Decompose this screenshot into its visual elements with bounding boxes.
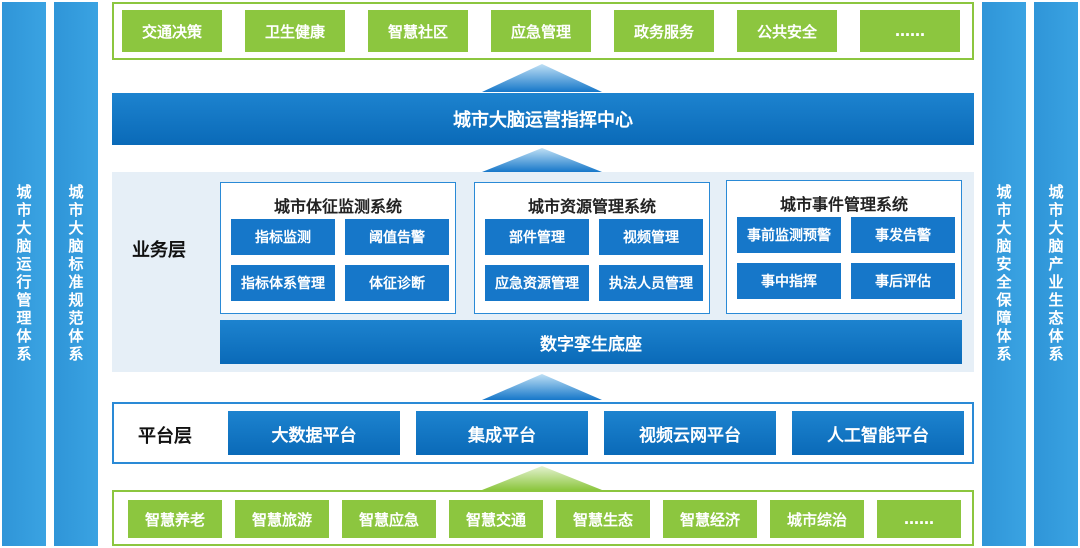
resource-management-system: 城市资源管理系统 部件管理 视频管理 应急资源管理 执法人员管理: [474, 182, 710, 314]
pillar-industry-ecosystem: 城市大脑产业生态体系: [1034, 2, 1078, 546]
up-arrow-icon: [482, 374, 602, 400]
bottom-app: 智慧交通: [449, 500, 543, 538]
platform-box: 人工智能平台: [792, 411, 964, 455]
business-layer-label: 业务层: [132, 240, 186, 261]
system-item: 事发告警: [851, 217, 955, 253]
pillar-standards-label: 城市大脑标准规范体系: [66, 184, 85, 364]
system-item: 事前监测预警: [737, 217, 841, 253]
event-management-system: 城市事件管理系统 事前监测预警 事发告警 事中指挥 事后评估: [726, 180, 962, 314]
top-app: 公共安全: [737, 10, 837, 52]
bottom-app: 智慧旅游: [235, 500, 329, 538]
bottom-app: 智慧生态: [556, 500, 650, 538]
bottom-app: ……: [877, 500, 961, 538]
vital-signs-system: 城市体征监测系统 指标监测 阈值告警 指标体系管理 体征诊断: [220, 182, 456, 314]
up-arrow-icon: [482, 466, 602, 490]
top-app: 政务服务: [614, 10, 714, 52]
business-layer-panel: 业务层 城市体征监测系统 指标监测 阈值告警 指标体系管理 体征诊断 城市资源管…: [112, 172, 974, 372]
system-title: 城市资源管理系统: [527, 197, 656, 216]
pillar-standards: 城市大脑标准规范体系: [54, 2, 98, 546]
top-app: ……: [860, 10, 960, 52]
system-item: 指标体系管理: [231, 265, 335, 301]
platform-layer-label: 平台层: [138, 426, 192, 447]
system-item: 应急资源管理: [485, 265, 589, 301]
platform-layer-frame: 平台层 大数据平台 集成平台 视频云网平台 人工智能平台: [112, 402, 974, 464]
system-title: 城市体征监测系统: [273, 197, 402, 216]
platform-box: 集成平台: [416, 411, 588, 455]
pillar-industry-ecosystem-label: 城市大脑产业生态体系: [1046, 184, 1065, 364]
pillar-security-label: 城市大脑安全保障体系: [994, 184, 1013, 364]
platform-box: 视频云网平台: [604, 411, 776, 455]
system-item: 事后评估: [851, 263, 955, 299]
up-arrow-icon: [482, 148, 602, 172]
top-app: 卫生健康: [245, 10, 345, 52]
pillar-operation-management: 城市大脑运行管理体系: [2, 2, 46, 546]
top-app: 交通决策: [122, 10, 222, 52]
system-item: 体征诊断: [345, 265, 449, 301]
top-app: 应急管理: [491, 10, 591, 52]
top-apps-frame: 交通决策 卫生健康 智慧社区 应急管理 政务服务 公共安全 ……: [112, 2, 974, 60]
command-center-bar: 城市大脑运营指挥中心: [112, 93, 974, 145]
digital-twin-bar: 数字孪生底座: [220, 320, 962, 364]
pillar-security: 城市大脑安全保障体系: [982, 2, 1026, 546]
bottom-apps-frame: 智慧养老 智慧旅游 智慧应急 智慧交通 智慧生态 智慧经济 城市综治 ……: [112, 490, 974, 546]
system-item: 视频管理: [599, 219, 703, 255]
platform-box: 大数据平台: [228, 411, 400, 455]
system-item: 部件管理: [485, 219, 589, 255]
system-item: 事中指挥: [737, 263, 841, 299]
bottom-app: 智慧养老: [128, 500, 222, 538]
system-item: 指标监测: [231, 219, 335, 255]
system-title: 城市事件管理系统: [779, 195, 908, 214]
bottom-app: 智慧应急: [342, 500, 436, 538]
system-item: 阈值告警: [345, 219, 449, 255]
bottom-app: 城市综治: [770, 500, 864, 538]
pillar-operation-management-label: 城市大脑运行管理体系: [14, 184, 33, 364]
top-app: 智慧社区: [368, 10, 468, 52]
up-arrow-icon: [482, 64, 602, 92]
bottom-app: 智慧经济: [663, 500, 757, 538]
system-item: 执法人员管理: [599, 265, 703, 301]
